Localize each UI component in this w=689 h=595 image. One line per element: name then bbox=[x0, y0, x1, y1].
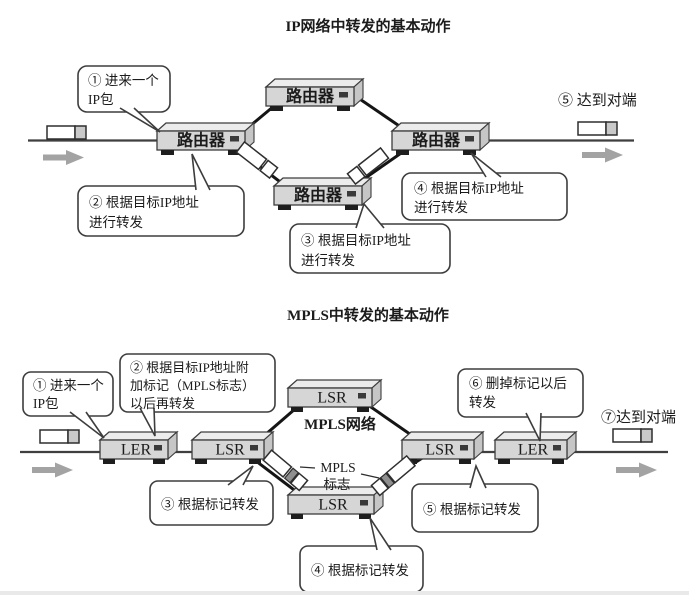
router-label: 路由器 bbox=[286, 87, 335, 106]
callout-text: ⑥ 删掉标记以后 bbox=[469, 376, 567, 391]
callout-text: ① 进来一个 bbox=[33, 378, 104, 393]
ip-callout-3: ③ 根据目标IP地址 进行转发 bbox=[289, 202, 451, 274]
device-label: LER bbox=[518, 442, 549, 459]
mpls-diagram-title: MPLS中转发的基本动作 bbox=[287, 306, 449, 324]
router-led-icon bbox=[230, 136, 239, 142]
mpls-outgoing-packet bbox=[612, 428, 653, 443]
mpls-forwarding-diagram: MPLS中转发的基本动作 LER LSR bbox=[20, 306, 676, 593]
mpls-lsr-right: LSR bbox=[400, 430, 485, 464]
ip-callout-4: ④ 根据目标IP地址 进行转发 bbox=[401, 152, 568, 221]
ip-incoming-packet bbox=[46, 125, 87, 140]
callout-text: 加标记（MPLS标志） bbox=[130, 378, 255, 393]
callout-text: ④ 根据目标IP地址 bbox=[414, 181, 524, 196]
ip-forwarding-diagram: IP网络中转发的基本动作 路由器 路由器 bbox=[28, 17, 637, 274]
router-led-icon bbox=[347, 191, 356, 197]
mpls-labeled-packet-left bbox=[262, 449, 309, 492]
router-top-face bbox=[390, 122, 491, 132]
flow-arrow-icon bbox=[582, 147, 623, 163]
router-foot bbox=[270, 106, 283, 111]
mpls-tag-label: MPLS bbox=[320, 460, 355, 475]
mpls-incoming-packet bbox=[39, 429, 80, 444]
router-foot bbox=[161, 150, 174, 155]
tag-pointer-line bbox=[299, 466, 316, 469]
router-front-face bbox=[156, 130, 246, 151]
router-foot bbox=[396, 150, 409, 155]
tag-pointer-line bbox=[360, 473, 380, 479]
mpls-callout-6: ⑥ 删掉标记以后 转发 bbox=[457, 368, 584, 442]
mpls-lsr-left: LSR bbox=[190, 430, 275, 464]
device-label: LSR bbox=[318, 497, 348, 514]
mpls-callout-1: ① 进来一个 IP包 bbox=[22, 371, 114, 439]
callout-text: 以后再转发 bbox=[130, 396, 195, 411]
callout-text: ② 根据目标IP地址附 bbox=[130, 360, 249, 375]
router-top-face bbox=[155, 122, 256, 132]
callout-text: ⑤ 根据标记转发 bbox=[423, 502, 521, 517]
router-label: 路由器 bbox=[177, 131, 226, 150]
callout-text: ④ 根据标记转发 bbox=[311, 563, 409, 578]
callout-text: 转发 bbox=[469, 395, 496, 410]
ip-outgoing-packet bbox=[577, 121, 618, 136]
scan-edge bbox=[0, 591, 689, 595]
ip-callout-1: ① 进来一个 IP包 bbox=[77, 65, 171, 133]
device-label: LSR bbox=[215, 442, 245, 459]
callout-text: IP包 bbox=[88, 92, 114, 107]
ip-router-right: 路由器 bbox=[390, 121, 491, 155]
mpls-callout-5: ⑤ 根据标记转发 bbox=[411, 463, 539, 533]
mpls-labeled-packet-right bbox=[370, 454, 417, 497]
mpls-ler-left: LER bbox=[98, 430, 179, 464]
mpls-callout-2: ② 根据目标IP地址附 加标记（MPLS标志） 以后再转发 bbox=[119, 353, 276, 437]
router-led-icon bbox=[339, 92, 348, 98]
mpls-ler-right: LER bbox=[493, 430, 578, 464]
ip-router-top: 路由器 bbox=[264, 77, 365, 111]
mpls-arrive-label: ⑦达到对端 bbox=[601, 409, 676, 426]
mpls-label-band bbox=[379, 472, 396, 489]
mpls-callout-3: ③ 根据标记转发 bbox=[149, 465, 274, 526]
ip-transit-packet-right bbox=[346, 146, 390, 186]
router-foot bbox=[278, 205, 291, 210]
router-label: 路由器 bbox=[294, 186, 343, 205]
callout-text: 进行转发 bbox=[414, 200, 468, 215]
mpls-tag-label: 标志 bbox=[324, 477, 351, 492]
ip-callout-2: ② 根据目标IP地址 进行转发 bbox=[77, 153, 245, 237]
ip-transit-packet-left bbox=[235, 140, 279, 180]
flow-arrow-icon bbox=[43, 150, 84, 165]
mpls-network-label: MPLS网络 bbox=[304, 415, 376, 433]
mpls-lsr-bottom: LSR bbox=[286, 485, 385, 519]
device-label: LER bbox=[121, 442, 152, 459]
ip-diagram-title: IP网络中转发的基本动作 bbox=[285, 17, 450, 35]
flow-arrow-icon bbox=[32, 462, 73, 478]
callout-text: 进行转发 bbox=[301, 253, 355, 268]
ip-router-bottom: 路由器 bbox=[272, 176, 373, 210]
router-foot bbox=[337, 106, 350, 111]
router-foot bbox=[345, 205, 358, 210]
router-led-icon bbox=[465, 136, 474, 142]
mpls-label-band bbox=[283, 467, 300, 484]
router-top-face bbox=[264, 78, 365, 88]
callout-text: ① 进来一个 bbox=[88, 73, 159, 88]
callout-text: 进行转发 bbox=[89, 215, 143, 230]
flow-arrow-icon bbox=[616, 462, 657, 478]
callout-text: IP包 bbox=[33, 396, 59, 411]
device-label: LSR bbox=[425, 442, 455, 459]
callout-text: ③ 根据目标IP地址 bbox=[301, 233, 411, 248]
router-label: 路由器 bbox=[412, 131, 461, 150]
mpls-callout-4: ④ 根据标记转发 bbox=[299, 517, 424, 593]
router-front-face bbox=[273, 185, 363, 206]
callout-text: ③ 根据标记转发 bbox=[161, 497, 259, 512]
router-foot bbox=[463, 150, 476, 155]
router-front-face bbox=[391, 130, 481, 151]
mpls-lsr-top: LSR bbox=[286, 378, 383, 412]
router-foot bbox=[228, 150, 241, 155]
device-label: LSR bbox=[317, 390, 347, 407]
callout-text: ② 根据目标IP地址 bbox=[89, 195, 199, 210]
ip-arrive-label: ⑤ 达到对端 bbox=[558, 92, 637, 109]
router-front-face bbox=[265, 86, 355, 107]
